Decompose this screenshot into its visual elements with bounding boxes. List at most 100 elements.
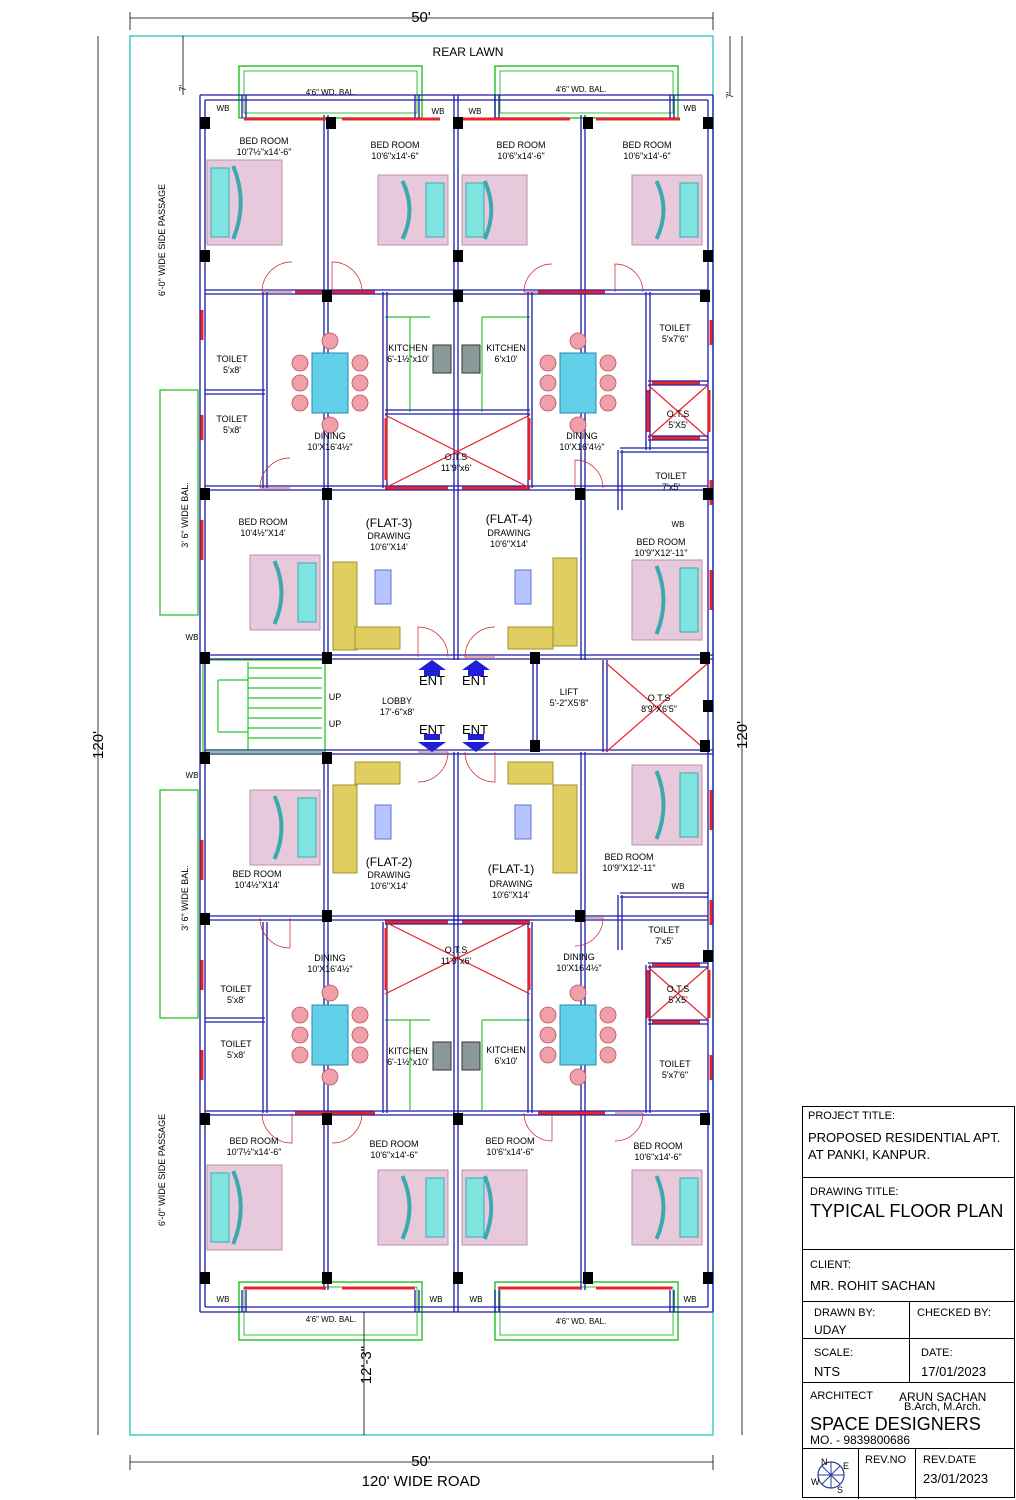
dim-width-bottom-label: 50' bbox=[411, 1453, 431, 1470]
toilet-flat3-b-size: 5'x8' bbox=[223, 425, 241, 435]
dining-flat-2-chair bbox=[351, 1046, 369, 1064]
toilet-flat2-b-size: 5'x8' bbox=[227, 1050, 245, 1060]
compass-n: N bbox=[821, 1457, 828, 1467]
dining-flat2-size: 10'X16'4½" bbox=[307, 964, 352, 974]
lift-name: LIFT bbox=[560, 687, 579, 697]
wd-balcony-inner-3 bbox=[243, 1286, 418, 1336]
columns bbox=[200, 117, 713, 1284]
lobby-name: LOBBY bbox=[382, 696, 412, 706]
bed-11-quilt bbox=[482, 1175, 494, 1240]
kitchen-flat4-name: KITCHEN bbox=[486, 343, 526, 353]
column bbox=[530, 740, 540, 752]
column bbox=[703, 700, 713, 712]
column bbox=[703, 950, 713, 962]
toilet-flat2-b-name: TOILET bbox=[220, 1039, 252, 1049]
drawing-flat2: DRAWING bbox=[367, 870, 410, 880]
dining-flat-3-table bbox=[311, 352, 349, 414]
lobby-size: 17'-6"x8' bbox=[380, 707, 414, 717]
date-value: 17/01/2023 bbox=[921, 1364, 987, 1379]
dining-flat-4-chair bbox=[539, 354, 557, 372]
ots-small-bottom-size: 5'X5' bbox=[668, 995, 688, 1005]
door-swing bbox=[261, 261, 293, 293]
bed-2-quilt bbox=[400, 180, 412, 240]
entry-arrow-flat-3 bbox=[418, 660, 446, 670]
side-balcony-top bbox=[159, 389, 199, 616]
scale-value: NTS bbox=[814, 1364, 840, 1379]
bed-room-flat3-rear-2-size: 10'6"x14'-6" bbox=[371, 151, 418, 161]
entry-arrow-flat-1 bbox=[462, 742, 490, 752]
wb-label-2: WB bbox=[432, 107, 445, 116]
column bbox=[530, 652, 540, 664]
drawing-size-flat2: 10'6"X14' bbox=[370, 881, 408, 891]
bed-room-flat2-front-name: BED ROOM bbox=[229, 1136, 278, 1146]
column bbox=[700, 652, 710, 664]
rev-date-value: 23/01/2023 bbox=[923, 1471, 989, 1486]
column bbox=[453, 1272, 463, 1284]
bed-9-quilt bbox=[231, 1170, 243, 1245]
column bbox=[200, 117, 210, 129]
bed-room-flat2-front-2-name: BED ROOM bbox=[369, 1139, 418, 1149]
dining-flat-2-chair bbox=[321, 984, 339, 1002]
dining-flat-1-chair bbox=[569, 1068, 587, 1086]
column bbox=[200, 1113, 210, 1125]
dining-flat-2-chair bbox=[321, 1068, 339, 1086]
toilet-flat3-a-name: TOILET bbox=[216, 354, 248, 364]
ots-lobby-name: O.T.S bbox=[648, 693, 671, 703]
bed-7-pillow bbox=[297, 797, 317, 858]
ent-label-3: ENT bbox=[419, 722, 445, 737]
entry-arrow-flat-2 bbox=[418, 742, 446, 752]
dim-rear-left-label: 7' bbox=[178, 84, 188, 91]
kitchen-flat2-size: 6'-1½"x10' bbox=[387, 1057, 429, 1067]
bed-room-flat3-rear-name: BED ROOM bbox=[239, 136, 288, 146]
dining-flat1-name: DINING bbox=[563, 952, 595, 962]
bed-room-flat1-side-name: BED ROOM bbox=[604, 852, 653, 862]
column bbox=[322, 752, 332, 764]
column bbox=[322, 488, 332, 500]
sofa-flat-3-b bbox=[354, 626, 401, 650]
column bbox=[322, 1272, 332, 1284]
project-line-1: PROPOSED RESIDENTIAL APT. bbox=[808, 1130, 1001, 1145]
column bbox=[200, 250, 210, 262]
architect-quals: B.Arch, M.Arch. bbox=[904, 1401, 982, 1413]
bed-room-flat2-front-2-size: 10'6"x14'-6" bbox=[370, 1150, 417, 1160]
bed-room-flat4-rear-2-size: 10'6"x14'-6" bbox=[623, 151, 670, 161]
ent-label-1: ENT bbox=[419, 673, 445, 688]
project-section: PROJECT TITLE: PROPOSED RESIDENTIAL APT.… bbox=[803, 1107, 1014, 1178]
ots-center-top-name: O.T.S bbox=[445, 452, 468, 462]
toilet-flat1-a-size: 7'x5' bbox=[655, 936, 673, 946]
wb-label-6: WB bbox=[186, 771, 199, 780]
sofa-flat-4-b bbox=[507, 626, 554, 650]
dining-flat-4-chair bbox=[599, 394, 617, 412]
dining-flat-4-table bbox=[559, 352, 597, 414]
dining-flat-2-chair bbox=[351, 1006, 369, 1024]
wd-balcony-inner-4 bbox=[499, 1286, 674, 1336]
client-name: MR. ROHIT SACHAN bbox=[810, 1278, 936, 1293]
dining-flat-3-chair bbox=[321, 332, 339, 350]
bed-12-quilt bbox=[654, 1175, 666, 1240]
center-table-3 bbox=[374, 804, 392, 840]
revision-section: REV.NO REV.DATE 23/01/2023 N E W S bbox=[803, 1449, 1014, 1499]
staircase bbox=[202, 659, 326, 753]
wd-bal-label-4: 4'6" WD. BAL. bbox=[556, 1317, 607, 1326]
bed-1-quilt bbox=[231, 165, 243, 240]
compass-icon: N E W S bbox=[811, 1457, 849, 1495]
wb-label-11: WB bbox=[470, 1295, 483, 1304]
drawing-title: TYPICAL FLOOR PLAN bbox=[810, 1201, 1004, 1221]
dim-length-left-label: 120' bbox=[90, 731, 107, 759]
bed-room-flat3-rear-2-name: BED ROOM bbox=[370, 140, 419, 150]
wd-bal-label-2: 4'6" WD. BAL. bbox=[556, 85, 607, 94]
bed-room-flat2-front-size: 10'7½"x14'-6" bbox=[227, 1147, 282, 1157]
bed-room-flat4-rear-name: BED ROOM bbox=[496, 140, 545, 150]
stove-1 bbox=[432, 344, 452, 374]
column bbox=[703, 488, 713, 500]
drawing-flat1: DRAWING bbox=[489, 879, 532, 889]
bed-4-pillow bbox=[679, 182, 699, 238]
stove-4 bbox=[461, 1041, 481, 1071]
scale-date-section: SCALE: NTS DATE: 17/01/2023 bbox=[803, 1339, 1014, 1383]
kitchen-flat1-name: KITCHEN bbox=[486, 1045, 526, 1055]
drawing-size-flat3: 10'6"X14' bbox=[370, 542, 408, 552]
bed-10-quilt bbox=[400, 1175, 412, 1240]
dining-flat-3-chair bbox=[351, 354, 369, 372]
flat-3-label: (FLAT-3) bbox=[366, 516, 412, 530]
ots-small-top-name: O.T.S bbox=[667, 409, 690, 419]
